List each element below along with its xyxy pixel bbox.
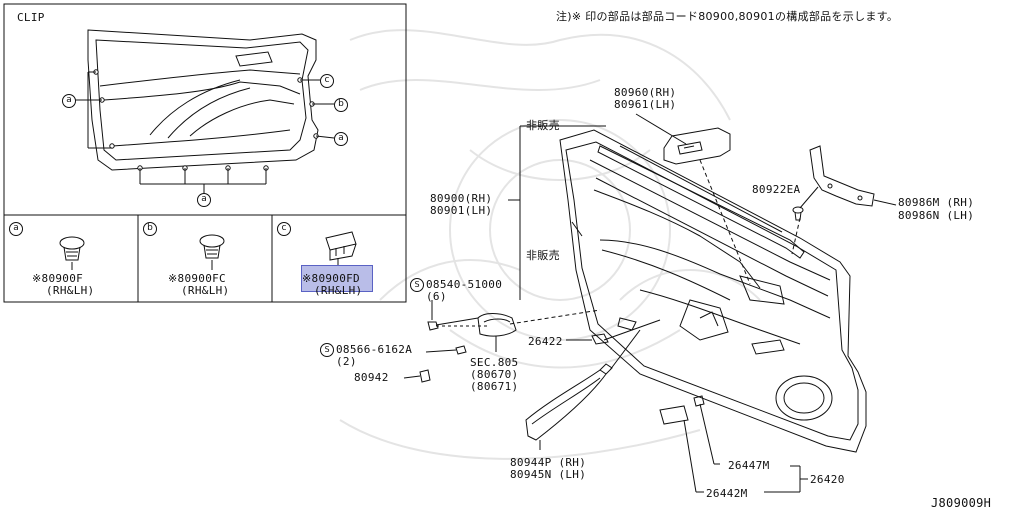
part-80922ea[interactable]: 80922EA <box>752 183 801 196</box>
clip-a-shape <box>59 236 85 270</box>
diagram-id: J809009H <box>931 496 992 510</box>
part-08540-51000[interactable]: 08540-51000 <box>426 278 503 291</box>
lens-26442-shape <box>659 405 689 425</box>
part-26422[interactable]: 26422 <box>528 335 563 348</box>
not-sold-label-bottom: 非販売 <box>526 249 560 262</box>
pull-handle-shape <box>525 363 613 441</box>
part-80986m-rh[interactable]: 80986M (RH) <box>898 196 975 209</box>
clip-callout-c[interactable]: c <box>320 74 334 88</box>
part-26447m[interactable]: 26447M <box>728 459 770 472</box>
screw-symbol-2: S <box>320 343 334 357</box>
screw1-quantity: (6) <box>426 290 447 303</box>
screw-shapes <box>419 321 467 383</box>
switch-finisher-shape <box>663 127 731 165</box>
part-80942[interactable]: 80942 <box>354 371 389 384</box>
part-26420[interactable]: 26420 <box>810 473 845 486</box>
clip-c-highlight <box>301 265 373 292</box>
door-trim-main-drawing <box>559 129 867 453</box>
clip-callout-a-right[interactable]: a <box>334 132 348 146</box>
clip-leader-lines <box>74 71 335 194</box>
clip-c-shape <box>325 231 357 268</box>
screw2-quantity: (2) <box>336 355 357 368</box>
clip-callout-a-left[interactable]: a <box>62 94 76 108</box>
lamp-lens-shape <box>591 333 609 345</box>
bracket-shape <box>809 145 875 207</box>
sec-805-part-80670: (80670) <box>470 368 519 381</box>
part-80945n-lh[interactable]: 80945N (LH) <box>510 468 587 481</box>
clip-panel-title: CLIP <box>17 11 45 24</box>
watermark-emblem <box>339 29 761 460</box>
clip-80922-shape <box>792 206 804 221</box>
clip-callout-a-bottom[interactable]: a <box>197 193 211 207</box>
leader-lines <box>403 113 897 493</box>
clip-c-part-number[interactable]: ※80900FD <box>302 272 360 285</box>
clip-c-side: (RH&LH) <box>314 284 363 297</box>
clip-b-side: (RH&LH) <box>181 284 230 297</box>
clip-door-trim-drawing <box>87 29 319 171</box>
clip-b-letter: b <box>143 222 157 236</box>
clip-b-shape <box>199 234 225 270</box>
clip-panel-frame <box>3 3 407 303</box>
clip-c-letter: c <box>277 222 291 236</box>
part-80960-rh[interactable]: 80960(RH) <box>614 86 677 99</box>
part-80986n-lh[interactable]: 80986N (LH) <box>898 209 975 222</box>
inside-handle-shape <box>477 313 517 337</box>
screw-symbol-1: S <box>410 278 424 292</box>
header-note: 注)※ 印の部品は部品コード80900,80901の構成部品を示します。 <box>556 10 899 23</box>
sec-805-part-80671: (80671) <box>470 380 519 393</box>
clip-a-side: (RH&LH) <box>46 284 95 297</box>
sec-805-reference[interactable]: SEC.805 <box>470 356 519 369</box>
part-80961-lh[interactable]: 80961(LH) <box>614 98 677 111</box>
part-80900-rh[interactable]: 80900(RH) <box>430 192 493 205</box>
part-08566-6162a[interactable]: 08566-6162A <box>336 343 413 356</box>
part-26442m[interactable]: 26442M <box>706 487 748 500</box>
clip-b-part-number[interactable]: ※80900FC <box>168 272 226 285</box>
part-80901-lh[interactable]: 80901(LH) <box>430 204 493 217</box>
not-sold-label-top: 非販売 <box>526 119 560 132</box>
clip-callout-b[interactable]: b <box>334 98 348 112</box>
clip-a-part-number[interactable]: ※80900F <box>32 272 84 285</box>
clip-a-letter: a <box>9 222 23 236</box>
part-80944p-rh[interactable]: 80944P (RH) <box>510 456 587 469</box>
